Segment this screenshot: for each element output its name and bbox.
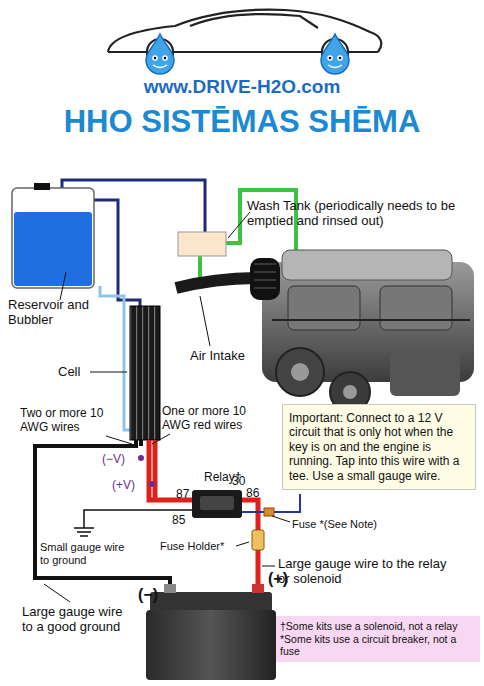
terminal	[138, 455, 144, 461]
wire	[139, 440, 143, 446]
polarity-label: (+V)	[112, 478, 148, 492]
pin-number: 85	[172, 513, 190, 527]
note-box: Important: Connect to a 12 V circuit tha…	[282, 404, 476, 490]
polarity-label: (−)	[138, 586, 164, 605]
polarity-label: (+)	[268, 570, 294, 589]
red-wire	[153, 440, 158, 500]
footnote-box: †Some kits use a solenoid, not a relay*S…	[276, 616, 480, 662]
wash-tank	[178, 232, 226, 256]
engine	[262, 250, 474, 412]
wire-label: Small gauge wire to ground	[40, 541, 130, 567]
pin-number: 86	[246, 486, 264, 500]
title: HHO SISTĒMAS SHĒMA	[0, 104, 484, 141]
pin-number: 87	[176, 487, 194, 501]
part-label: Wash Tank (periodically needs to be empt…	[247, 198, 475, 229]
small-ground-wire	[84, 510, 192, 528]
air-intake	[176, 258, 280, 300]
part-label: Fuse *(See Note)	[292, 518, 412, 531]
fuse-holder	[252, 530, 264, 550]
wire-label: Large gauge wire to a good ground	[22, 604, 132, 635]
relay	[192, 490, 242, 518]
reservoir	[12, 183, 94, 288]
wire-label: Large gauge wire to the relay or solenoi…	[278, 556, 448, 587]
logo-drop	[146, 34, 349, 74]
battery	[146, 584, 276, 680]
part-label: Air Intake	[190, 348, 270, 363]
wire-label: Two or more 10 AWG wires	[20, 406, 112, 434]
note-text: †Some kits use a solenoid, not a relay	[280, 620, 476, 633]
note-text: Important: Connect to a 12 V circuit tha…	[289, 411, 469, 483]
wire-label: One or more 10 AWG red wires	[162, 404, 274, 432]
part-label: Relay†	[204, 470, 254, 484]
fuse	[264, 508, 274, 516]
part-label: Cell	[58, 364, 90, 379]
tube	[100, 286, 132, 430]
ground-symbol	[74, 528, 94, 536]
polarity-label: (−V)	[102, 452, 138, 466]
note-text: *Some kits use a circuit breaker, not a …	[280, 633, 476, 658]
part-label: Fuse Holder*	[160, 540, 238, 553]
cell	[130, 306, 160, 440]
terminal	[149, 481, 155, 487]
part-label: Reservoir and Bubbler	[8, 297, 108, 328]
logo-url: www.DRIVE-H2O.com	[120, 76, 364, 98]
